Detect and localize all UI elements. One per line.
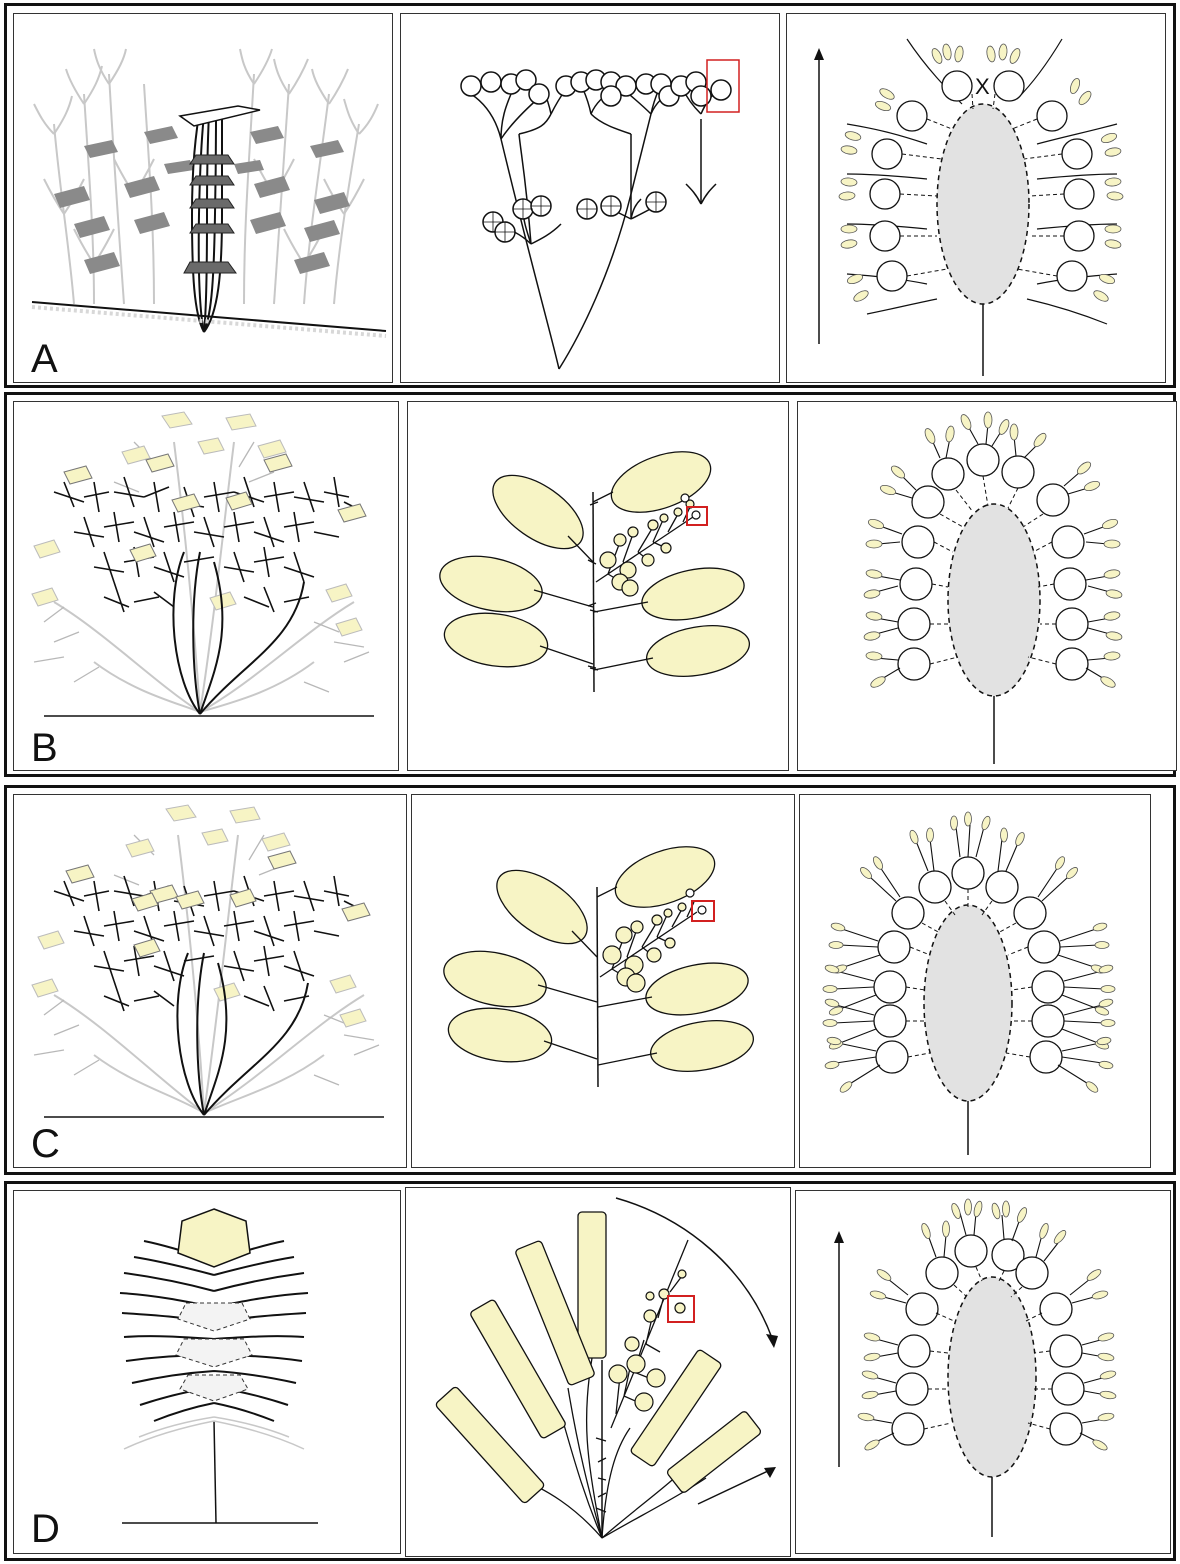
panel-c-branching [411, 794, 795, 1168]
row-b: A B [4, 392, 1176, 777]
panel-a-branching [400, 13, 780, 383]
panel-c-habit [13, 794, 407, 1168]
inflorescence-diagram-b [798, 402, 1177, 771]
row-label-c: C [31, 1124, 60, 1164]
branching-diagram-a [401, 14, 780, 383]
panel-a-habit [13, 13, 393, 383]
plant-habit-drawing-c [14, 795, 407, 1168]
row-a: A [4, 3, 1176, 388]
panel-d-inflorescence [795, 1190, 1171, 1554]
x-mark: X [975, 74, 990, 99]
inflorescence-diagram-c [800, 795, 1151, 1168]
panel-c-inflorescence [799, 794, 1151, 1168]
plant-habit-drawing-a [14, 14, 393, 383]
panel-d-habit [13, 1190, 401, 1554]
panel-b-inflorescence [797, 401, 1177, 771]
panel-a-inflorescence: X [786, 13, 1166, 383]
row-c: C [4, 785, 1176, 1175]
branching-diagram-b [408, 402, 789, 771]
plant-habit-drawing-d [14, 1191, 401, 1554]
panel-d-branching [405, 1187, 791, 1557]
branching-diagram-c [412, 795, 795, 1168]
branching-diagram-d [406, 1188, 791, 1557]
plant-habit-drawing-b [14, 402, 399, 771]
row-d: D [4, 1181, 1176, 1561]
panel-b-habit [13, 401, 399, 771]
inflorescence-diagram-a: X [787, 14, 1166, 383]
row-label-b-text: B [31, 728, 58, 768]
panel-b-branching [407, 401, 789, 771]
row-label-d: D [31, 1509, 60, 1549]
inflorescence-diagram-d [796, 1191, 1171, 1554]
row-label-a: A [31, 339, 58, 379]
